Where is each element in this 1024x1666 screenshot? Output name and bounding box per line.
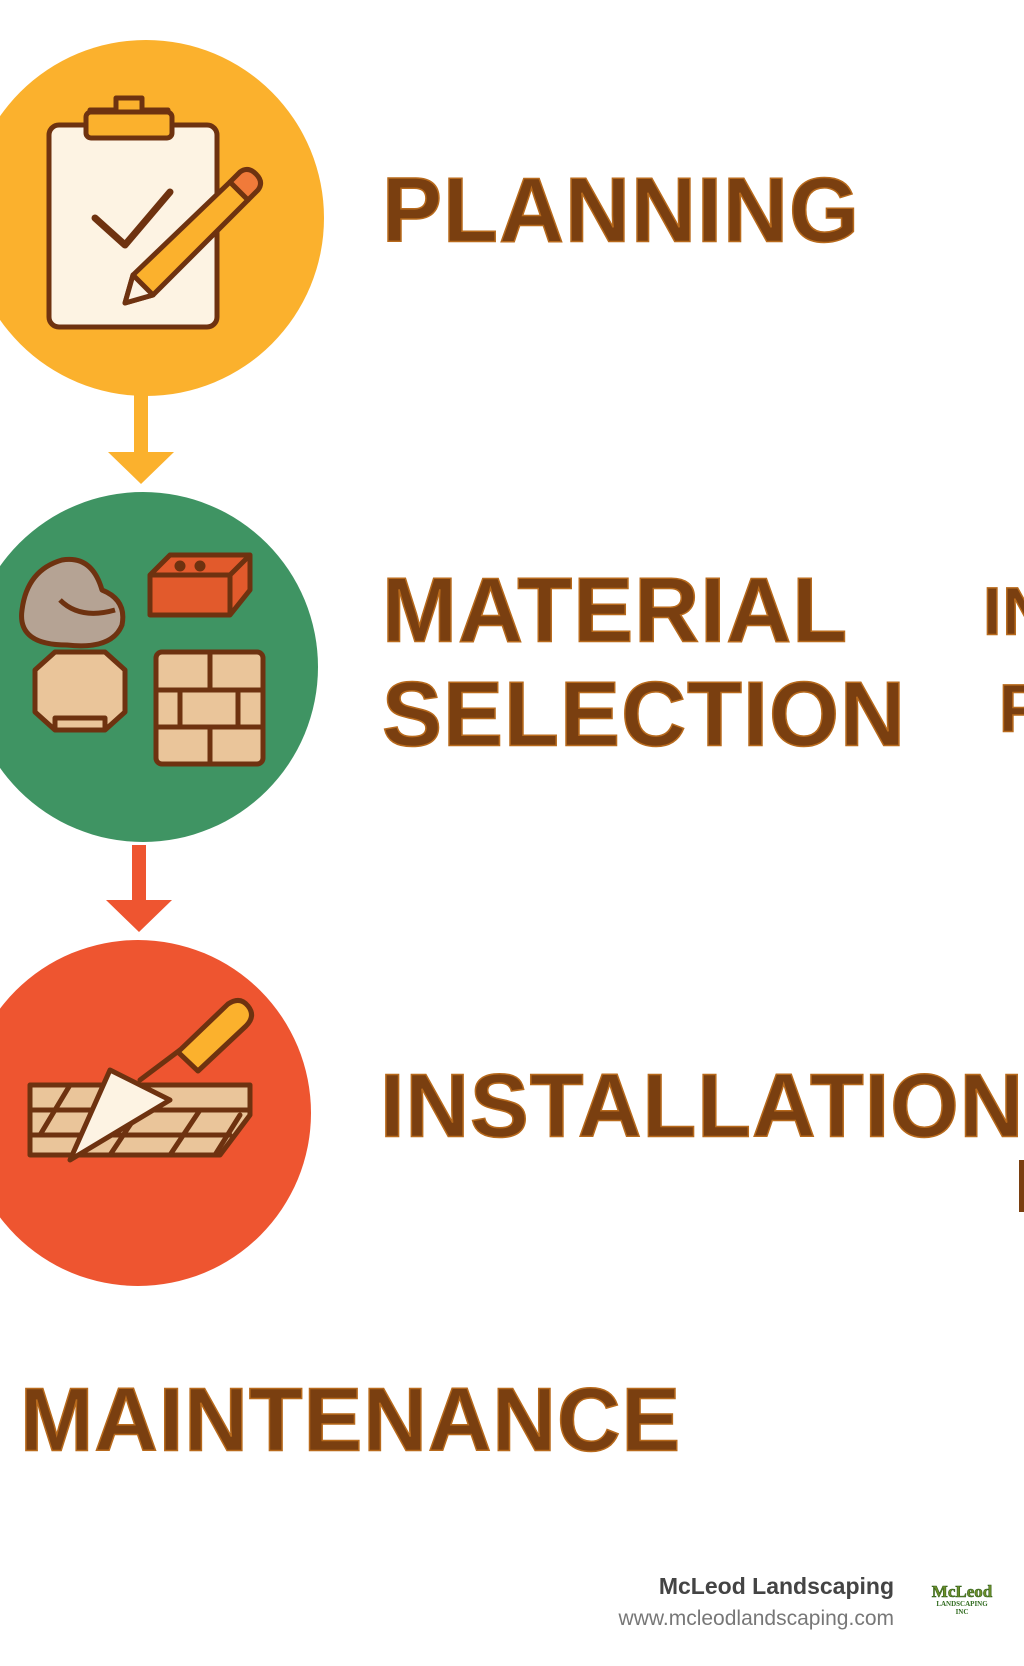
arrow-down-icon: [106, 845, 172, 932]
footer-brand: McLeod Landscaping: [658, 1573, 894, 1599]
step-title-material-line2: SELECTION: [381, 664, 907, 766]
clipped-text-line1: IN: [982, 573, 1024, 649]
step-title-installation: INSTALLATION: [379, 1055, 1024, 1156]
company-logo: McLeod LANDSCAPING INC: [931, 1582, 993, 1617]
clipboard-check-pencil-icon: [46, 95, 264, 330]
materials-stone-brick-paver-icon: [19, 552, 266, 767]
trowel-pavers-icon: [27, 998, 254, 1163]
clipped-text-line2: P: [998, 674, 1024, 743]
footer-url[interactable]: www.mcleodlandscaping.com: [618, 1607, 894, 1630]
clipped-text-fragment: [1019, 1160, 1024, 1212]
step-title-material-line1: MATERIAL: [381, 560, 849, 662]
step-title-planning: PLANNING: [381, 160, 860, 262]
step-title-maintenance: MAINTENANCE: [19, 1369, 682, 1470]
arrow-down-icon: [108, 395, 174, 484]
